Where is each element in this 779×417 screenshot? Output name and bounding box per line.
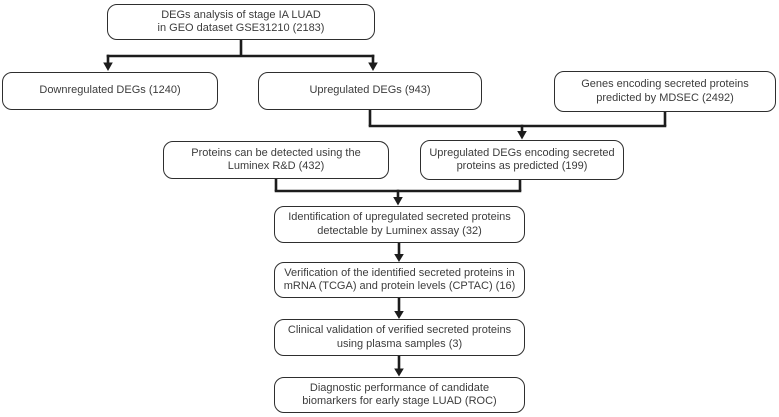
node-identification-line1: Identification of upregulated secreted p…: [288, 211, 511, 223]
node-identification-line2: detectable by Luminex assay (32): [317, 224, 482, 237]
arrowhead-to-diagnostic: [394, 368, 404, 377]
node-mdsec-line2: predicted by MDSEC (2492): [596, 91, 734, 104]
node-upregulated-secreted-degs: Upregulated DEGs encoding secreted prote…: [420, 140, 624, 180]
node-degs-analysis-line2: in GEO dataset GSE31210 (2183): [157, 22, 325, 34]
node-upregulated-secreted-line1: Upregulated DEGs encoding secreted: [429, 146, 615, 159]
node-mdsec-predicted-genes: Genes encoding secreted proteins predict…: [554, 71, 776, 112]
arrowhead-to-clinical: [394, 311, 404, 319]
node-downregulated-degs-line1: Downregulated DEGs (1240): [39, 84, 181, 97]
node-clinical-validation-line2: using plasma samples (3): [336, 337, 463, 350]
node-clinical-validation: Clinical validation of verified secreted…: [274, 319, 525, 356]
node-identification: Identification of upregulated secreted p…: [274, 206, 525, 243]
node-diagnostic-line1: Diagnostic performance of candidate: [309, 381, 490, 394]
node-upregulated-secreted-line2: proteins as predicted (199): [456, 160, 588, 172]
node-verification-line1: Verification of the identified secreted …: [284, 266, 515, 279]
arrowhead-to-downregulated: [103, 62, 113, 71]
node-mdsec-line1: Genes encoding secreted proteins: [581, 78, 749, 90]
node-luminex-detectable-line1: Proteins can be detected using the: [191, 146, 361, 159]
arrowhead-to-identification: [393, 197, 403, 206]
node-upregulated-degs: Upregulated DEGs (943): [258, 72, 482, 110]
node-luminex-detectable-line2: Luminex R&D (432): [227, 160, 325, 172]
node-luminex-detectable-proteins: Proteins can be detected using the Lumin…: [163, 141, 389, 179]
node-degs-analysis-line1: DEGs analysis of stage IA LUAD: [161, 8, 321, 21]
arrowhead-to-upregulated-secreted: [517, 131, 527, 140]
node-downregulated-degs: Downregulated DEGs (1240): [2, 72, 218, 110]
node-verification-line2: mRNA (TCGA) and protein levels (CPTAC) (…: [283, 280, 516, 292]
node-verification: Verification of the identified secreted …: [274, 262, 525, 298]
arrowhead-to-verification: [394, 254, 404, 262]
arrowhead-to-upregulated: [368, 62, 378, 71]
node-clinical-validation-line1: Clinical validation of verified secreted…: [287, 324, 512, 336]
node-diagnostic-performance: Diagnostic performance of candidate biom…: [274, 377, 525, 413]
node-upregulated-degs-line1: Upregulated DEGs (943): [309, 84, 431, 97]
node-diagnostic-line2: biomarkers for early stage LUAD (ROC): [302, 395, 497, 407]
node-degs-analysis: DEGs analysis of stage IA LUAD in GEO da…: [107, 4, 375, 40]
